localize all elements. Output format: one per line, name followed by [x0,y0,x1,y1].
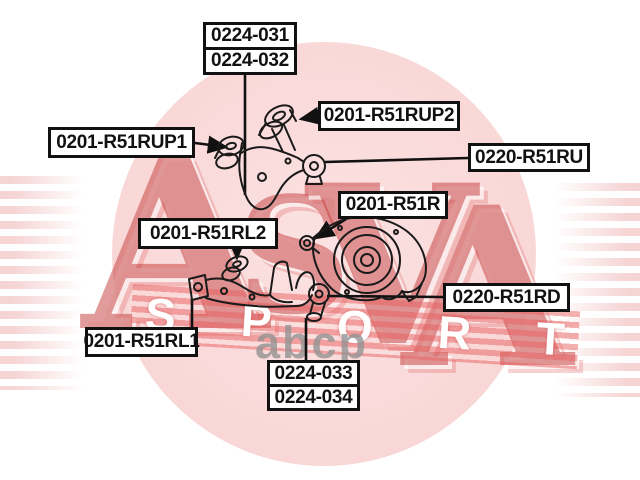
rear-arm-drawing [299,215,427,302]
part-label-0224-031: 0224-031 [203,22,297,50]
watermark-stripes-left [0,176,86,390]
part-label-0201-r51r: 0201-R51R [338,191,448,219]
leader-0201-r51r [313,217,347,240]
abcp-watermark: abcp [255,317,369,368]
upper-control-arm-drawing [214,104,326,211]
leader-0201-r51rup1 [194,135,229,154]
part-label-0224-032: 0224-032 [203,47,297,75]
leader-lines [190,75,469,360]
part-label-0201-r51rup2: 0201-R51RUP2 [318,101,460,131]
part-label-0224-034: 0224-034 [267,384,360,411]
part-label-0224-033: 0224-033 [267,360,360,387]
part-label-0220-r51ru: 0220-R51RU [468,143,590,172]
part-label-0201-r51rl2: 0201-R51RL2 [138,218,278,249]
leader-0220-r51ru [324,156,469,164]
leader-0201-r51rup2 [298,106,321,125]
part-label-0201-r51rup1: 0201-R51RUP1 [48,127,195,158]
part-label-0201-r51rl1: 0201-R51RL1 [83,327,200,357]
lower-control-arm-drawing [188,255,330,322]
part-label-0220-r51rd: 0220-R51RD [443,283,570,312]
